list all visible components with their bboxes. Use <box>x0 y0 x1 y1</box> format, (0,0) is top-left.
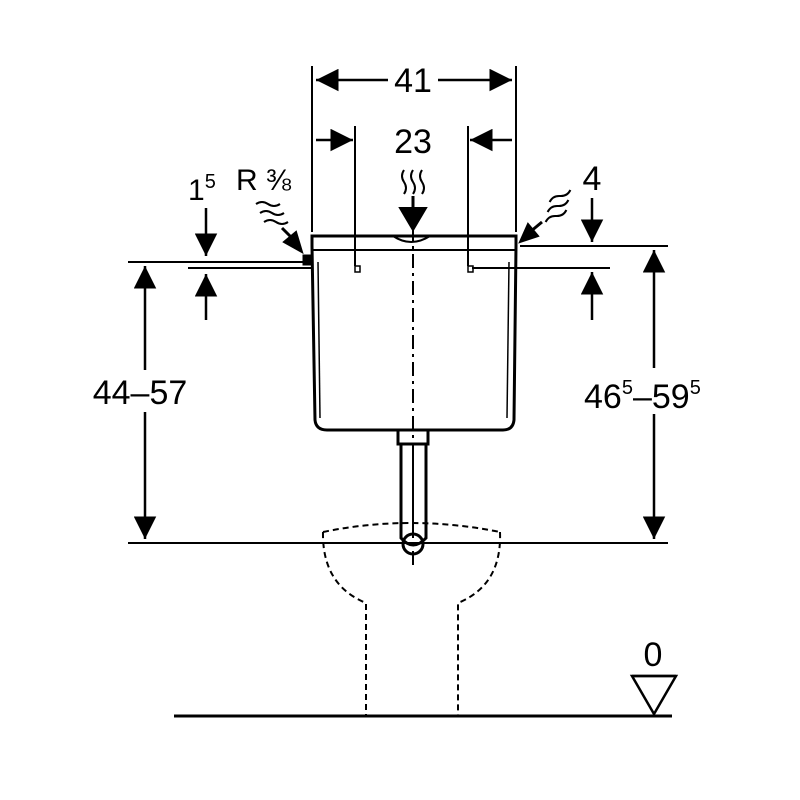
top-right-inlet-wavy-arrow-icon <box>518 189 572 244</box>
dimension-23-label: 23 <box>394 123 432 161</box>
wc-pan-outline <box>321 522 502 716</box>
center-inlet-wavy-arrow-icon <box>398 169 428 232</box>
floor-level-marker-icon <box>629 674 679 717</box>
dimension-1-5-label: 15 <box>188 171 216 207</box>
side-inlet-wavy-arrow-icon <box>255 201 304 255</box>
dimension-44-57-label: 44–57 <box>93 374 188 412</box>
cistern-tank <box>302 234 518 432</box>
floor-level-label: 0 <box>644 636 663 674</box>
extension-lines <box>128 66 668 544</box>
dimension-46-5-59-5-label: 465–595 <box>584 377 701 416</box>
dimension-4-label: 4 <box>583 160 602 198</box>
dimension-41-label: 41 <box>394 62 432 100</box>
thread-size-label: R ⅜ <box>236 164 292 197</box>
